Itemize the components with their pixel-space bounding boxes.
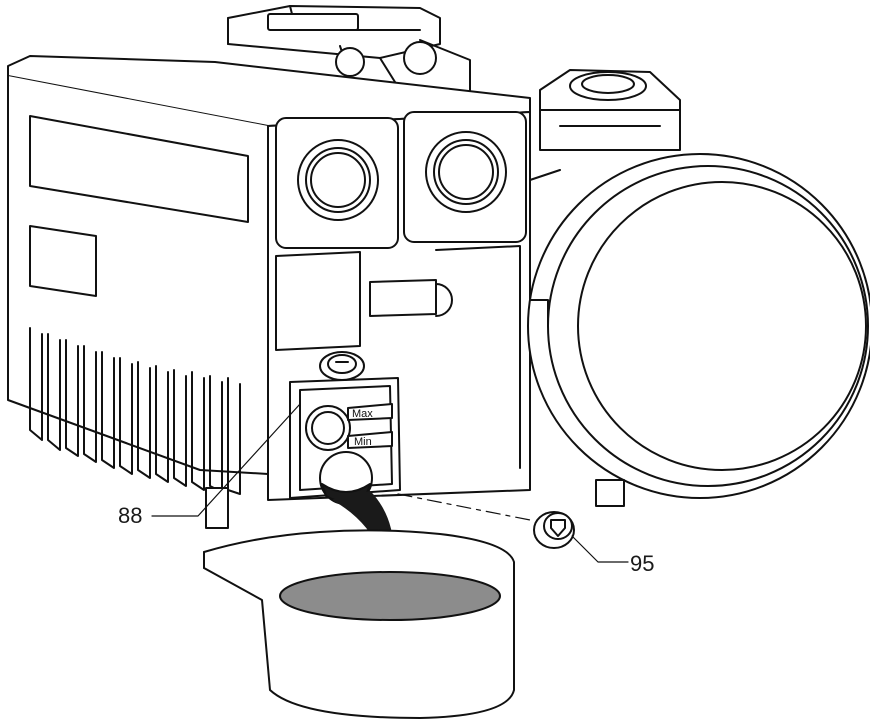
- leader-95: [571, 535, 629, 563]
- pump-motor-drum: [205, 69, 870, 529]
- top-inlet-block: [227, 5, 471, 101]
- motor-housing: [7, 55, 531, 495]
- gauge-max-label: Max: [352, 408, 373, 420]
- oil-sight-glass-block: [289, 351, 401, 499]
- gauge-min-label: Min: [354, 436, 372, 448]
- callout-95: 95: [630, 551, 655, 576]
- oil-container-icon: [203, 529, 515, 719]
- leader-88: [151, 403, 301, 517]
- fill-plug-icon: [397, 493, 575, 549]
- drain-outlet: [319, 451, 394, 567]
- cooling-fins: [29, 327, 241, 495]
- callout-88: 88: [118, 503, 143, 528]
